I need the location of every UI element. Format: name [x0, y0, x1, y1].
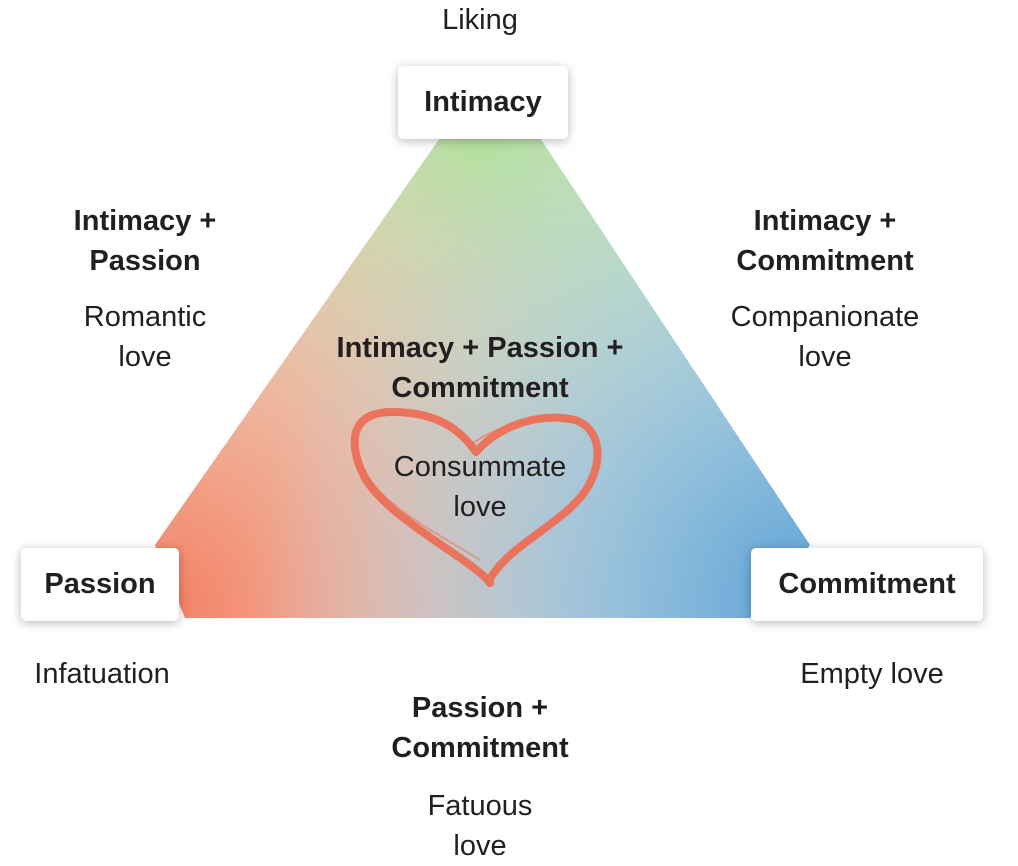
- combo-passion-commitment: Passion + Commitment: [391, 692, 569, 764]
- love-type-infatuation: Infatuation: [34, 658, 170, 690]
- combo-all-three: Intimacy + Passion + Commitment: [336, 332, 624, 404]
- vertex-intimacy-label: Intimacy: [424, 86, 542, 118]
- vertex-commitment-box: Commitment: [751, 548, 983, 621]
- love-type-liking: Liking: [442, 4, 518, 36]
- heart-icon: [350, 408, 602, 587]
- love-type-romantic-love: Romantic love: [83, 301, 207, 373]
- vertex-intimacy-box: Intimacy: [398, 66, 568, 139]
- love-type-companionate-love: Companionate love: [730, 301, 920, 373]
- love-type-empty-love: Empty love: [800, 658, 944, 690]
- vertex-commitment-label: Commitment: [778, 568, 956, 600]
- vertex-passion-label: Passion: [44, 568, 156, 600]
- combo-intimacy-commitment: Intimacy + Commitment: [736, 205, 914, 277]
- vertex-passion-box: Passion: [21, 548, 179, 621]
- love-type-consummate-love: Consummate love: [393, 451, 567, 523]
- love-type-fatuous-love: Fatuous love: [427, 790, 533, 862]
- combo-intimacy-passion: Intimacy + Passion: [73, 205, 217, 277]
